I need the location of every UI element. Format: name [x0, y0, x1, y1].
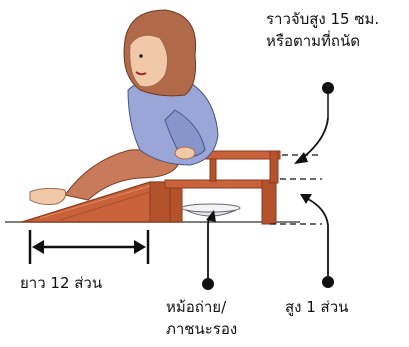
height-pointer	[300, 194, 334, 288]
handrail-height-label: ราวจับสูง 15 ซม. หรือตามที่ถนัด	[266, 8, 379, 52]
platform	[164, 179, 277, 225]
potty-bowl	[180, 203, 241, 217]
handrail-pointer	[294, 82, 334, 164]
person-figure	[29, 9, 219, 205]
handrail-label-line1: ราวจับสูง 15 ซม.	[266, 10, 380, 28]
ramp-length-label: ยาว 12 ส่วน	[20, 274, 103, 292]
potty-pointer	[202, 210, 216, 290]
potty-label-line2: ภาชนะรอง	[166, 320, 238, 338]
length-arrow	[28, 230, 150, 264]
handrail-label-line2: หรือตามที่ถนัด	[266, 32, 360, 50]
potty-label: หม้อถ่าย/ ภาชนะรอง	[166, 296, 237, 340]
potty-label-line1: หม้อถ่าย/	[166, 298, 227, 316]
ramp-height-label: สูง 1 ส่วน	[285, 298, 349, 316]
